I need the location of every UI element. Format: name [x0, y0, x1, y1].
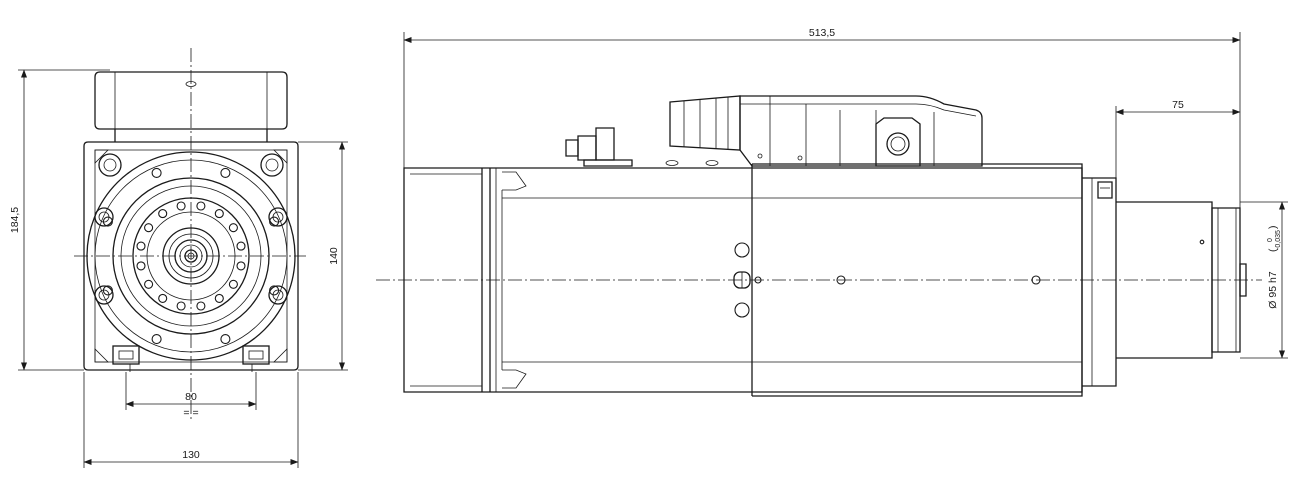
spindle-nose [1082, 177, 1247, 387]
dim-nose-length: 75 [1172, 99, 1184, 111]
dim-height: 184,5 [9, 207, 21, 233]
connector-housing [565, 95, 983, 167]
bolt-hole [176, 201, 186, 211]
mounting-hole [151, 167, 162, 178]
mounting-hole [220, 334, 231, 345]
dim-width: 130 [182, 449, 200, 461]
front-view [74, 48, 306, 420]
dim-nose-diameter: Ø 95 h7 [1267, 271, 1279, 309]
bolt-hole [196, 301, 206, 311]
bolt-hole [214, 293, 224, 303]
mounting-feet [112, 345, 270, 372]
bolt-hole [158, 293, 168, 303]
motor-housing [403, 163, 1083, 397]
inner-bolt-circle [136, 201, 246, 311]
bolt-hole [136, 241, 146, 251]
side-view [376, 95, 1262, 397]
dim-tolerance-paren-open: ( [1267, 248, 1279, 252]
corner-bosses [94, 153, 288, 305]
bolt-hole [196, 201, 206, 211]
mounting-hole [151, 334, 162, 345]
dim-flange-height: 140 [328, 247, 340, 265]
bolt-hole [236, 261, 246, 271]
front-dimensions: 184,5 140 80 = = 130 [9, 69, 348, 468]
dim-overall-length: 513,5 [809, 27, 835, 39]
dim-foot-spacing: 80 [185, 391, 197, 403]
side-dimensions: 513,5 75 Ø 95 h7 ( 0 -0,035 ) [403, 27, 1288, 359]
dim-tolerance-upper: 0 [1267, 238, 1274, 242]
bolt-hole [144, 223, 154, 233]
bolt-hole [176, 301, 186, 311]
dim-tolerance-lower: -0,035 [1275, 230, 1282, 250]
bolt-hole [136, 261, 146, 271]
bolt-hole [158, 209, 168, 219]
terminal-box [94, 71, 288, 142]
bolt-hole [228, 223, 238, 233]
dim-foot-equal: = = [183, 407, 198, 419]
bolt-hole [144, 279, 154, 289]
bolt-hole [228, 279, 238, 289]
bolt-hole [214, 209, 224, 219]
mounting-hole [220, 167, 231, 178]
bolt-hole [236, 241, 246, 251]
dim-tolerance-paren-close: ) [1267, 226, 1279, 230]
